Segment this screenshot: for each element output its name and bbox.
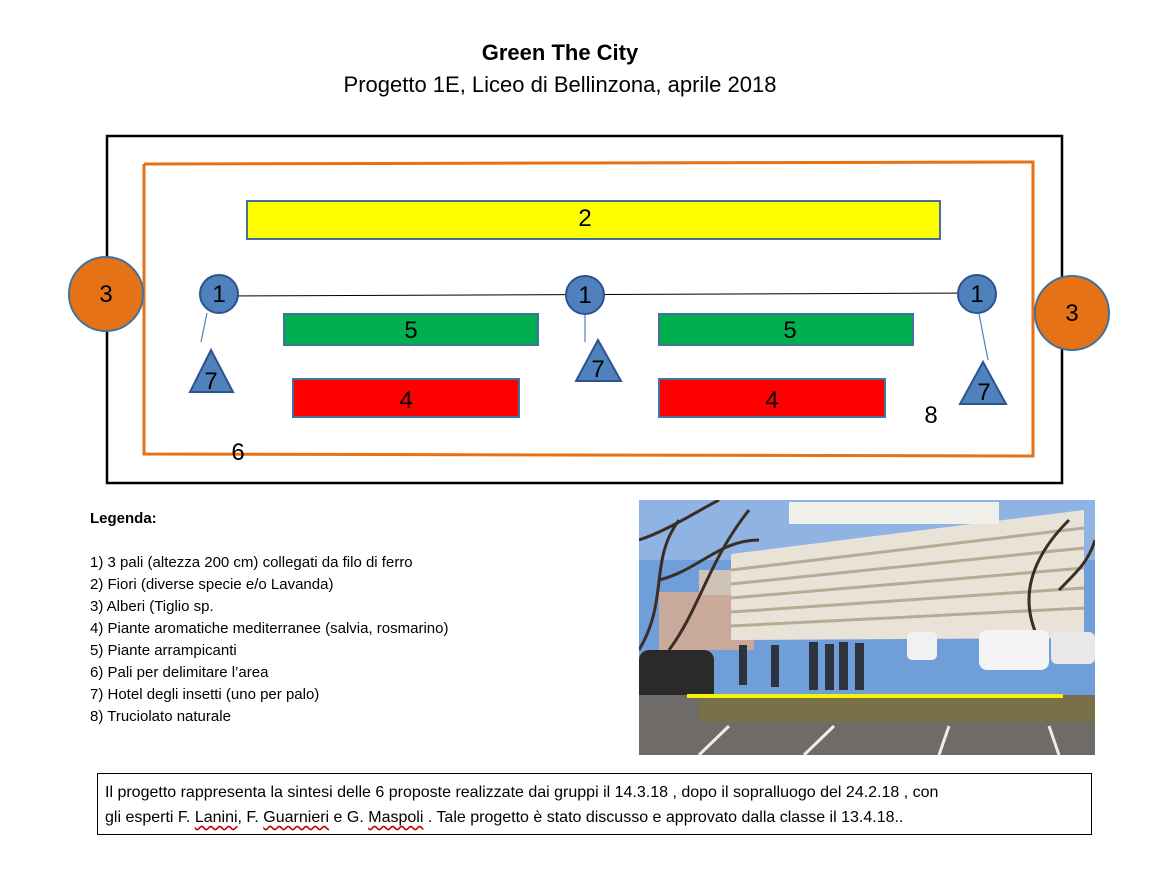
- flowers-bed: [246, 200, 941, 240]
- insect-hotel-center-label: 7: [591, 356, 604, 383]
- insect-hotel-left: [188, 347, 235, 393]
- legend-item: 4) Piante aromatiche mediterranee (salvi…: [90, 620, 449, 637]
- pole-left: [199, 274, 239, 314]
- legend: Legenda: 1) 3 pali (altezza 200 cm) coll…: [90, 508, 448, 728]
- project-note: Il progetto rappresenta la sintesi delle…: [97, 773, 1092, 835]
- pole-center: [565, 275, 605, 315]
- pole-right-label: 1: [970, 281, 983, 308]
- legend-item: 6) Pali per delimitare l’area: [90, 664, 269, 681]
- aromatic-bed-left-label: 4: [399, 387, 412, 414]
- note-line-1: Il progetto rappresenta la sintesi delle…: [105, 784, 939, 801]
- area-poles-label: 6: [231, 439, 244, 466]
- note-text: gli esperti F.: [105, 809, 195, 826]
- climbers-bed-right: [658, 313, 914, 346]
- legend-item: 5) Piante arrampicanti: [90, 642, 237, 659]
- tree-right-label: 3: [1065, 300, 1078, 327]
- insect-hotel-right: [958, 359, 1008, 405]
- note-name-maspoli: Maspoli: [368, 809, 424, 826]
- climbers-bed-left-label: 5: [404, 317, 417, 344]
- page-title: Green The City: [481, 40, 639, 65]
- insect-hotel-center: [574, 337, 623, 382]
- legend-item: 2) Fiori (diverse specie e/o Lavanda): [90, 576, 334, 593]
- pole-left-label: 1: [212, 281, 225, 308]
- aromatic-bed-right-label: 4: [765, 387, 778, 414]
- tree-right: [1034, 275, 1110, 351]
- note-line-2: gli esperti F. Lanini, F. Guarnieri e G.…: [105, 805, 1084, 830]
- flowers-bed-label: 2: [578, 205, 591, 232]
- aromatic-bed-left: [292, 378, 520, 418]
- site-photo: [639, 500, 1095, 755]
- tree-left-label: 3: [99, 281, 112, 308]
- climbers-bed-left: [283, 313, 539, 346]
- note-text: e G.: [329, 809, 369, 826]
- climbers-bed-right-label: 5: [783, 317, 796, 344]
- page-subtitle: Progetto 1E, Liceo di Bellinzona, aprile…: [343, 72, 777, 97]
- note-text: , F.: [237, 809, 264, 826]
- note-name-lanini: Lanini: [194, 809, 238, 826]
- legend-item: 3) Alberi (Tiglio sp.: [90, 598, 214, 615]
- aromatic-bed-right: [658, 378, 886, 418]
- legend-item: 1) 3 pali (altezza 200 cm) collegati da …: [90, 554, 413, 571]
- legend-item: 7) Hotel degli insetti (uno per palo): [90, 686, 320, 703]
- pole-right: [957, 274, 997, 314]
- legend-item: 8) Truciolato naturale: [90, 708, 231, 725]
- insect-hotel-right-label: 7: [977, 379, 990, 406]
- woodchips-label: 8: [924, 402, 937, 429]
- area-boundary: [142, 160, 1035, 458]
- note-text: . Tale progetto è stato discusso e appro…: [423, 809, 904, 826]
- legend-heading: Legenda:: [90, 510, 157, 527]
- insect-hotel-left-label: 7: [204, 368, 217, 395]
- garden-plan: 2 3 3 1 1 1 5 5 4 4 7 7 7 6 8: [68, 134, 1110, 485]
- tree-left: [68, 256, 144, 332]
- pole-center-label: 1: [578, 282, 591, 309]
- note-name-guarnieri: Guarnieri: [263, 809, 330, 826]
